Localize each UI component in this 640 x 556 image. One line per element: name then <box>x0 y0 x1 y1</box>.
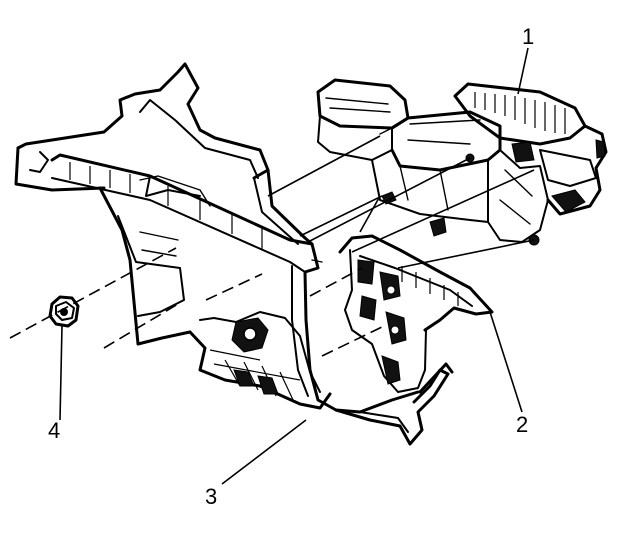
callout-3: 3 <box>205 484 218 509</box>
hvac-module <box>316 78 608 246</box>
nut <box>48 295 80 328</box>
callout-4: 4 <box>48 418 61 443</box>
callout-2: 2 <box>516 412 529 437</box>
callout-leaders <box>59 47 529 485</box>
duct-bracket <box>338 234 494 393</box>
assembly-lines <box>9 135 535 357</box>
callout-1: 1 <box>522 24 535 49</box>
panel-carrier-frame <box>14 62 454 446</box>
